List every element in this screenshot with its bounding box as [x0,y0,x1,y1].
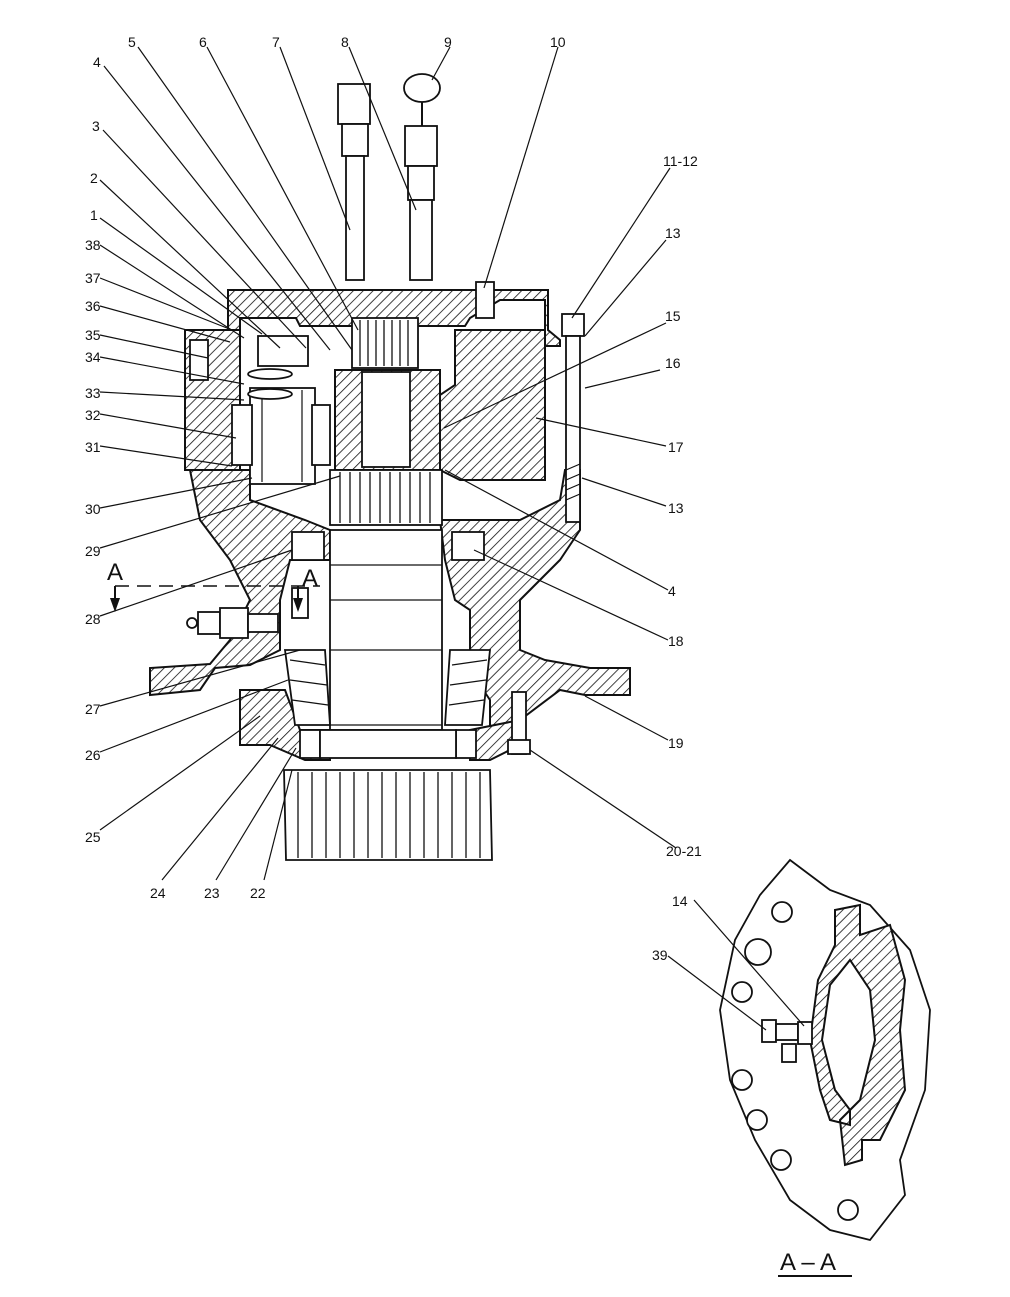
callout-11-12: 11-12 [663,153,698,169]
callout-15: 15 [665,308,681,324]
callout-8: 8 [341,34,349,50]
planetary-gearset [231,317,443,526]
callout-23: 23 [204,885,220,901]
callout-36: 36 [85,298,101,314]
callout-27: 27 [85,701,101,717]
callout-labels: 1 2 3 4 5 6 7 8 9 10 11-12 13 15 16 17 1… [85,34,702,963]
output-pinion [283,769,493,861]
callout-32: 32 [85,407,101,423]
section-mark-right: A [302,565,318,592]
callout-19: 19 [668,735,684,751]
callout-10: 10 [550,34,566,50]
callout-13-top: 13 [665,225,681,241]
callout-34: 34 [85,349,101,365]
callout-33: 33 [85,385,101,401]
callout-4-top: 4 [93,54,101,70]
callout-30: 30 [85,501,101,517]
output-shaft [283,529,492,759]
section-mark-left: A [107,559,123,586]
flange-bolt [507,691,531,755]
callout-39: 39 [652,947,668,963]
callout-13-bottom: 13 [668,500,684,516]
callout-14: 14 [672,893,688,909]
callout-24: 24 [150,885,166,901]
callout-5: 5 [128,34,136,50]
callout-37: 37 [85,270,101,286]
leader-lines [99,46,805,1031]
callout-22: 22 [250,885,266,901]
callout-9: 9 [444,34,452,50]
housing-bolt-left [189,339,209,381]
callout-4-bottom: 4 [668,583,676,599]
plug [475,281,495,319]
dipstick-tube [337,83,371,281]
callout-6: 6 [199,34,207,50]
callout-7: 7 [272,34,280,50]
callout-1: 1 [90,207,98,223]
callout-17: 17 [668,439,684,455]
callout-38: 38 [85,237,101,253]
callout-16: 16 [665,355,681,371]
dipstick [403,73,441,281]
callout-18: 18 [668,633,684,649]
housing-bolt-right [561,313,585,523]
section-cut-line [110,585,320,612]
section-view-a-a [719,858,931,1242]
callout-31: 31 [85,439,101,455]
callout-20-21: 20-21 [666,843,702,859]
callout-3: 3 [92,118,100,134]
callout-2: 2 [90,170,98,186]
callout-25: 25 [85,829,101,845]
callout-26: 26 [85,747,101,763]
callout-29: 29 [85,543,101,559]
callout-28: 28 [85,611,101,627]
section-title: A – A [780,1249,836,1276]
callout-35: 35 [85,327,101,343]
